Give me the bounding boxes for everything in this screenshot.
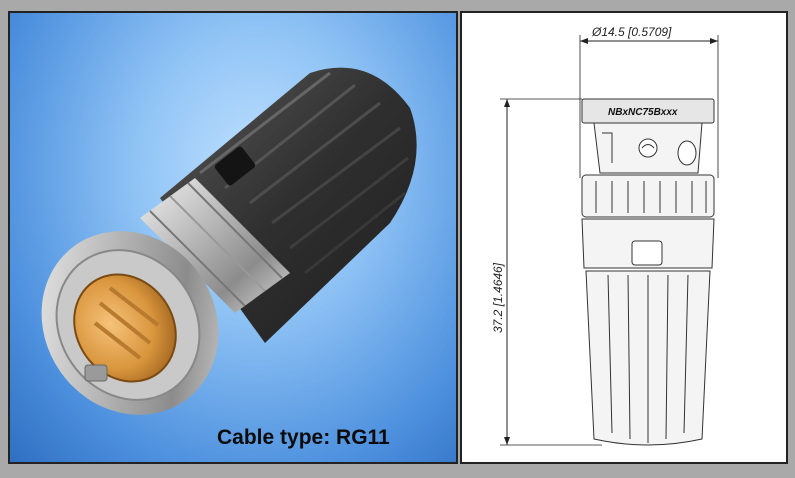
diameter-label: Ø14.5 [0.5709] [591, 25, 672, 39]
model-number-label: NBxNC75Bxxx [608, 107, 678, 118]
connector-metal-body [140, 178, 290, 313]
connector-bayonet [41, 231, 219, 415]
length-dimension: 37.2 [1.4646] [491, 98, 602, 446]
dimension-drawing: Ø14.5 [0.5709] 37.2 [1.4646] [491, 25, 719, 446]
cable-type-caption: Cable type: RG11 [217, 426, 390, 449]
product-photo-panel: Cable type: RG11 [8, 11, 458, 464]
technical-drawing-panel: Ø14.5 [0.5709] 37.2 [1.4646] [460, 11, 788, 464]
connector-outline [581, 98, 715, 446]
connector-photo [41, 67, 417, 415]
length-label: 37.2 [1.4646] [491, 262, 505, 333]
diameter-dimension: Ø14.5 [0.5709] [579, 25, 719, 178]
